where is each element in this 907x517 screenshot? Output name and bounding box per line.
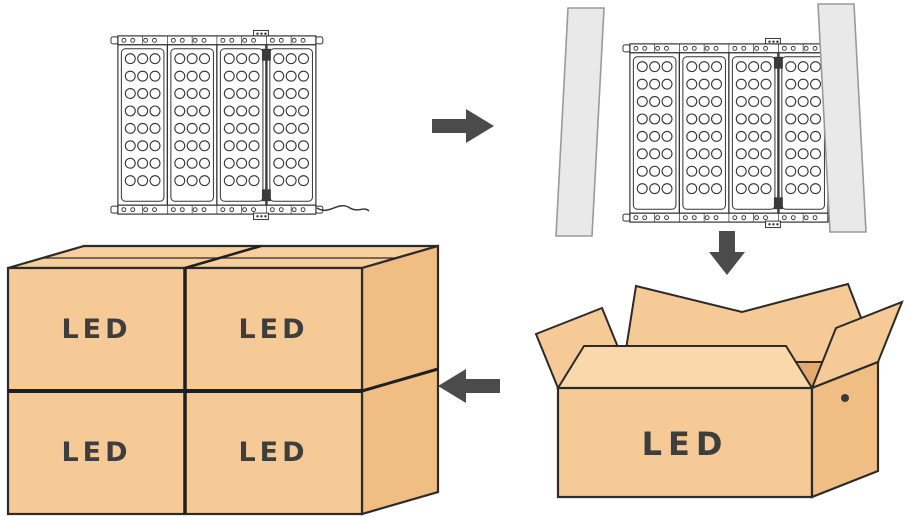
step-carton-stack: LED LED LED LED [6,244,440,516]
carton-label: LED [61,437,131,468]
vent-hole [841,394,849,402]
carton-side-face [810,360,880,499]
arrow-down-icon [709,231,745,275]
front-flap [556,345,814,389]
carton-front-face [556,386,814,499]
carton-label: LED [61,314,131,345]
arrow-left-icon [438,369,500,403]
top-seam [184,244,262,270]
carton-label: LED [238,437,308,468]
step-open-carton: LED [534,282,904,499]
arrow-right-icon [432,109,494,143]
side-seam [361,367,439,393]
foam-protector-left [555,7,605,237]
carton-label: LED [642,425,729,463]
step-panel-with-foam [555,3,867,237]
carton-label: LED [238,314,308,345]
foam-protector-right [817,3,867,233]
step-led-panel [111,30,370,219]
power-wire [316,205,370,212]
